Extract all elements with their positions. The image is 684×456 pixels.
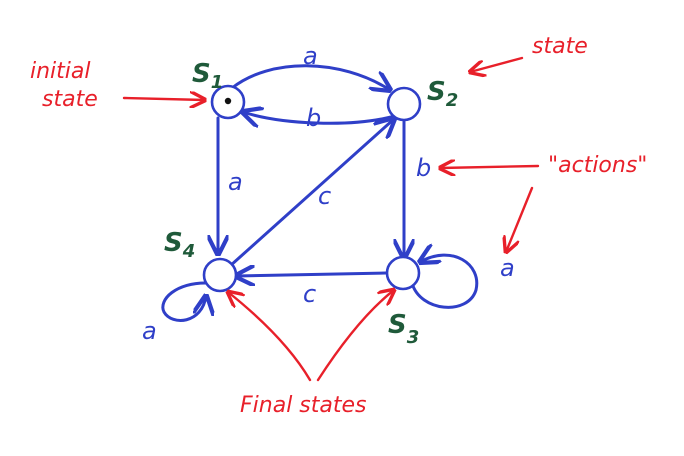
annotation-state: state <box>532 34 588 59</box>
state-name-s1: S1 <box>192 59 223 93</box>
edge-s3-to-s4 <box>236 273 388 276</box>
state-s4 <box>202 257 238 293</box>
state-name-s2: S2 <box>427 77 458 111</box>
annotation-actions: "actions" <box>548 153 647 178</box>
label-s3-s4: c <box>303 280 316 308</box>
annotation-initial-state-line2: state <box>42 87 98 112</box>
arrow-to-final-s4 <box>228 292 312 382</box>
arrow-to-final-s3 <box>316 290 394 382</box>
label-s3-loop: a <box>500 254 515 282</box>
state-s1 <box>210 84 246 120</box>
arrow-to-action-a <box>506 186 534 252</box>
annotation-final-states: Final states <box>240 393 367 418</box>
state-s3 <box>385 255 421 291</box>
state-s2 <box>386 86 422 122</box>
label-s4-loop: a <box>142 317 157 345</box>
initial-dot <box>224 97 232 105</box>
edge-s4-to-s2 <box>228 119 394 268</box>
label-s1-s2: a <box>303 42 318 70</box>
arrow-to-state <box>470 56 524 72</box>
label-s1-s4: a <box>228 168 243 196</box>
label-s2-s1: b <box>306 104 321 132</box>
edge-s4-loop <box>161 281 208 322</box>
state-name-s4: S4 <box>164 228 195 262</box>
arrow-to-action-b <box>440 166 540 168</box>
label-s4-s2: c <box>318 182 331 210</box>
annotation-initial-state-line1: initial <box>30 59 91 84</box>
label-s2-s3: b <box>416 154 431 182</box>
edge-s3-loop <box>410 255 479 309</box>
edge-s1-to-s2 <box>230 64 390 90</box>
state-name-s3: S3 <box>388 310 419 348</box>
arrow-to-initial-state <box>122 98 205 100</box>
